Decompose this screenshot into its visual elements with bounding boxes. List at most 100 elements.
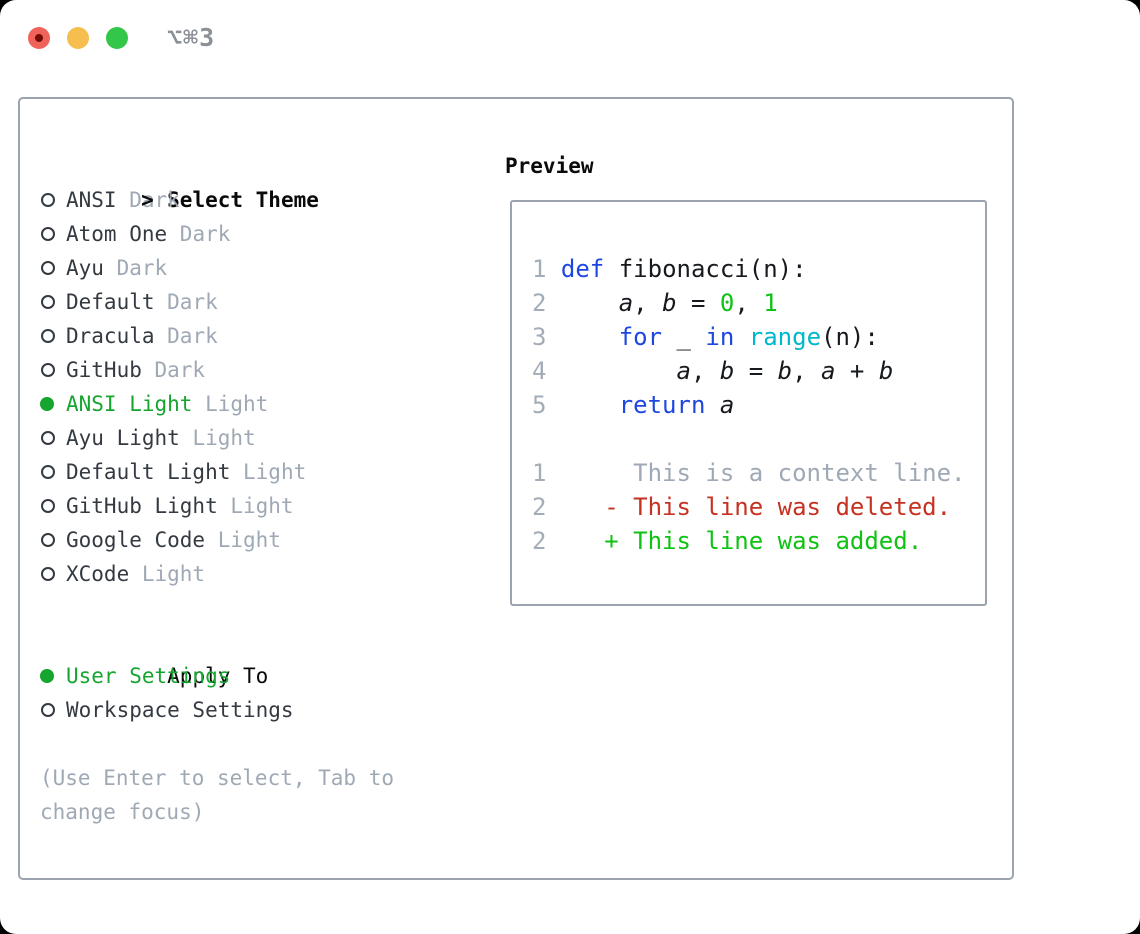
code-line: 2 - This line was deleted.	[532, 493, 952, 521]
radio-marker	[40, 387, 66, 421]
help-text: (Use Enter to select, Tab to change focu…	[40, 761, 505, 829]
line-number: 1	[532, 459, 561, 487]
theme-item-default[interactable]: Default Dark	[40, 285, 505, 319]
spacer	[40, 727, 505, 761]
radio-unselected-icon	[41, 227, 55, 241]
title-bar: ⌥⌘3	[28, 23, 216, 52]
radio-unselected-icon	[41, 567, 55, 581]
apply-option-workspace-settings[interactable]: Workspace Settings	[40, 693, 505, 727]
radio-selected-icon	[40, 669, 54, 683]
theme-variant-label: Light	[205, 528, 281, 552]
radio-marker	[40, 523, 66, 557]
radio-marker	[40, 455, 66, 489]
preview-box: 1 def fibonacci(n): 2 a, b = 0, 1 3 for _ …	[510, 200, 987, 606]
apply-to-indent	[141, 659, 167, 693]
code-line: 1 This is a context line.	[532, 459, 966, 487]
radio-marker	[40, 489, 66, 523]
window-title: ⌥⌘3	[167, 23, 216, 52]
theme-item-label: Google Code	[66, 528, 206, 552]
preview-title: Preview	[505, 154, 594, 178]
apply-option-label: Workspace Settings	[66, 698, 294, 722]
select-theme-title: Select Theme	[167, 188, 319, 212]
zoom-button[interactable]	[106, 27, 128, 49]
help-text-line: change focus)	[40, 800, 205, 824]
radio-unselected-icon	[41, 703, 55, 717]
close-button[interactable]	[28, 27, 50, 49]
radio-marker	[40, 421, 66, 455]
code-line	[532, 422, 985, 456]
radio-unselected-icon	[41, 465, 55, 479]
theme-item-ayu[interactable]: Ayu Dark	[40, 251, 505, 285]
preview-column: Preview 1 def fibonacci(n): 2 a, b = 0, 1…	[505, 149, 992, 878]
radio-marker	[40, 183, 66, 217]
help-text-line: (Use Enter to select, Tab to	[40, 766, 395, 790]
line-number: 1	[532, 255, 561, 283]
theme-item-label: Default Light	[66, 460, 231, 484]
theme-variant-label: Dark	[141, 358, 206, 382]
theme-item-xcode[interactable]: XCode Light	[40, 557, 505, 591]
radio-unselected-icon	[41, 329, 55, 343]
line-number	[532, 425, 561, 453]
theme-item-label: GitHub Light	[66, 494, 218, 518]
theme-variant-label: Light	[129, 562, 206, 586]
theme-item-github-light[interactable]: GitHub Light Light	[40, 489, 505, 523]
theme-item-google-code[interactable]: Google Code Light	[40, 523, 505, 557]
code-line: 3 for _ in range(n):	[532, 323, 879, 351]
apply-option-user-settings[interactable]: User Settings	[40, 659, 505, 693]
theme-item-atom-one[interactable]: Atom One Dark	[40, 217, 505, 251]
radio-marker	[40, 319, 66, 353]
code-line: 2 + This line was added.	[532, 527, 923, 555]
radio-unselected-icon	[41, 295, 55, 309]
radio-marker	[40, 557, 66, 591]
code-line: 2 a, b = 0, 1	[532, 289, 778, 317]
radio-unselected-icon	[41, 533, 55, 547]
theme-item-label: GitHub	[66, 358, 142, 382]
line-number: 2	[532, 527, 561, 555]
theme-item-ayu-light[interactable]: Ayu Light Light	[40, 421, 505, 455]
theme-variant-label: Dark	[103, 256, 168, 280]
theme-variant-label: Dark	[116, 188, 180, 212]
apply-option-label: User Settings	[66, 664, 231, 688]
theme-variant-label: Light	[179, 426, 256, 450]
theme-variant-label: Dark	[167, 222, 231, 246]
line-number: 3	[532, 323, 561, 351]
focus-caret-icon: >	[141, 188, 154, 212]
theme-item-default-light[interactable]: Default Light Light	[40, 455, 505, 489]
radio-unselected-icon	[41, 499, 55, 513]
code-line: 1 def fibonacci(n):	[532, 255, 807, 283]
theme-variant-label: Dark	[154, 324, 218, 348]
apply-to-title: Apply To	[167, 664, 269, 688]
theme-item-label: XCode	[66, 562, 130, 586]
theme-item-label: Ayu Light	[66, 426, 180, 450]
theme-variant-label: Light	[230, 460, 307, 484]
theme-item-ansi-light[interactable]: ANSI Light Light	[40, 387, 505, 421]
line-number: 5	[532, 391, 561, 419]
radio-unselected-icon	[41, 193, 55, 207]
theme-item-label: Atom One	[66, 222, 168, 246]
theme-item-label: ANSI Light	[66, 392, 193, 416]
theme-item-label: Default	[66, 290, 155, 314]
radio-marker	[40, 353, 66, 387]
minimize-button[interactable]	[67, 27, 89, 49]
theme-item-label: Ayu	[66, 256, 104, 280]
radio-unselected-icon	[41, 261, 55, 275]
theme-item-dracula[interactable]: Dracula Dark	[40, 319, 505, 353]
radio-marker	[40, 285, 66, 319]
theme-variant-label: Dark	[154, 290, 218, 314]
line-number: 4	[532, 357, 561, 385]
theme-item-github[interactable]: GitHub Dark	[40, 353, 505, 387]
spacer	[40, 591, 505, 625]
code-line: 4 a, b = b, a + b	[532, 357, 894, 385]
radio-marker	[40, 251, 66, 285]
select-theme-header: > Select Theme	[40, 149, 505, 212]
code-line: 5 return a	[532, 391, 735, 419]
theme-item-ansi[interactable]: ANSI Dark	[40, 183, 505, 217]
code-sample: 1 def fibonacci(n): 2 a, b = 0, 1 3 for _ …	[532, 252, 985, 558]
radio-selected-icon	[40, 397, 54, 411]
theme-item-label: ANSI	[66, 188, 117, 212]
theme-variant-label: Light	[192, 392, 269, 416]
